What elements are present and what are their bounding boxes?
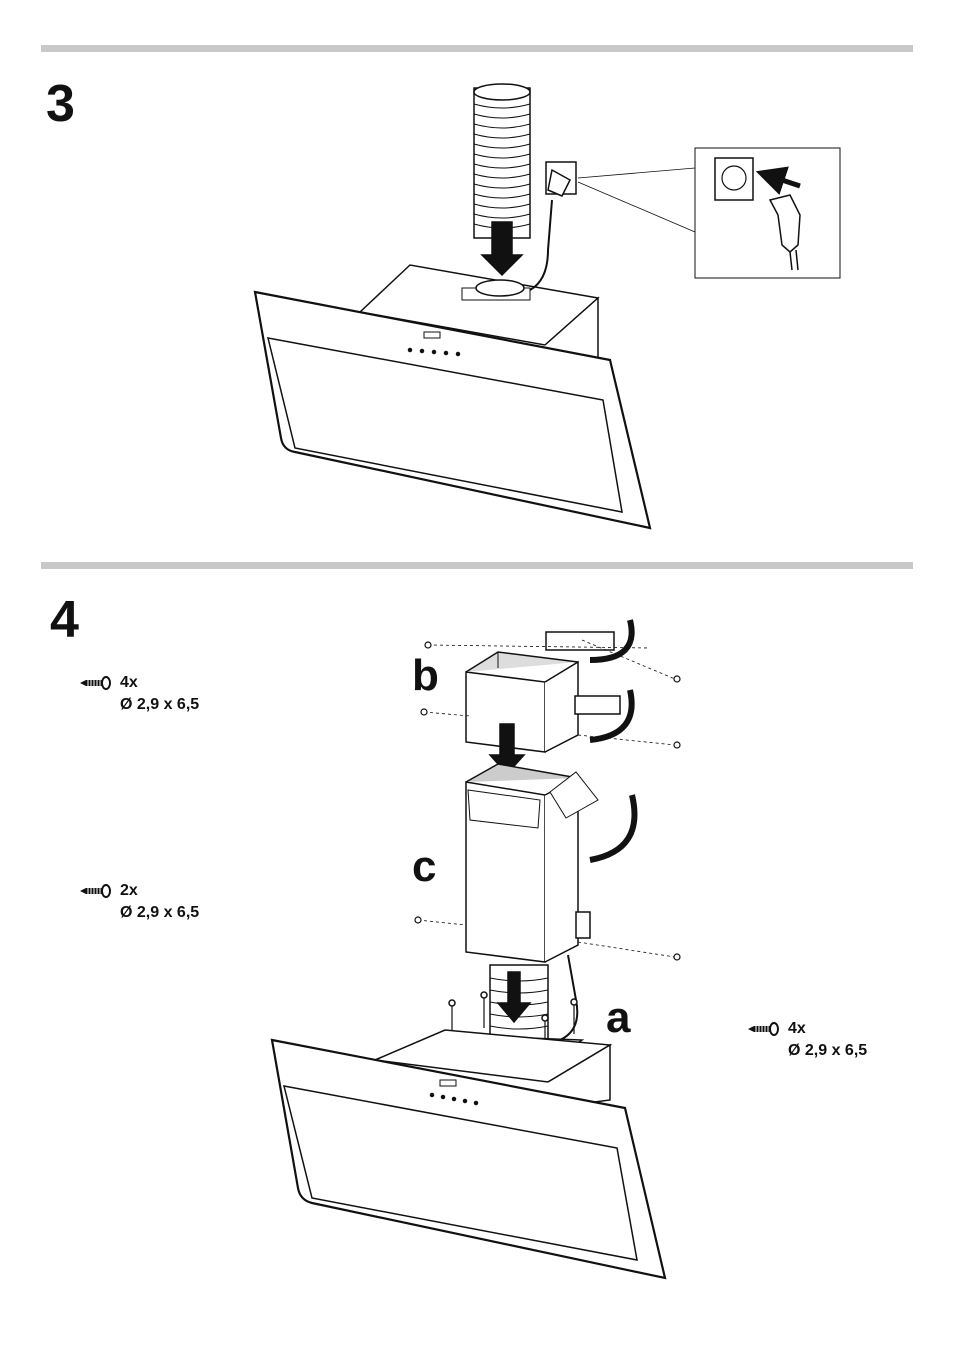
step-3-hood-illustration xyxy=(255,84,840,528)
flexible-duct xyxy=(474,84,530,238)
step-4-chimney-illustration xyxy=(272,620,680,1278)
